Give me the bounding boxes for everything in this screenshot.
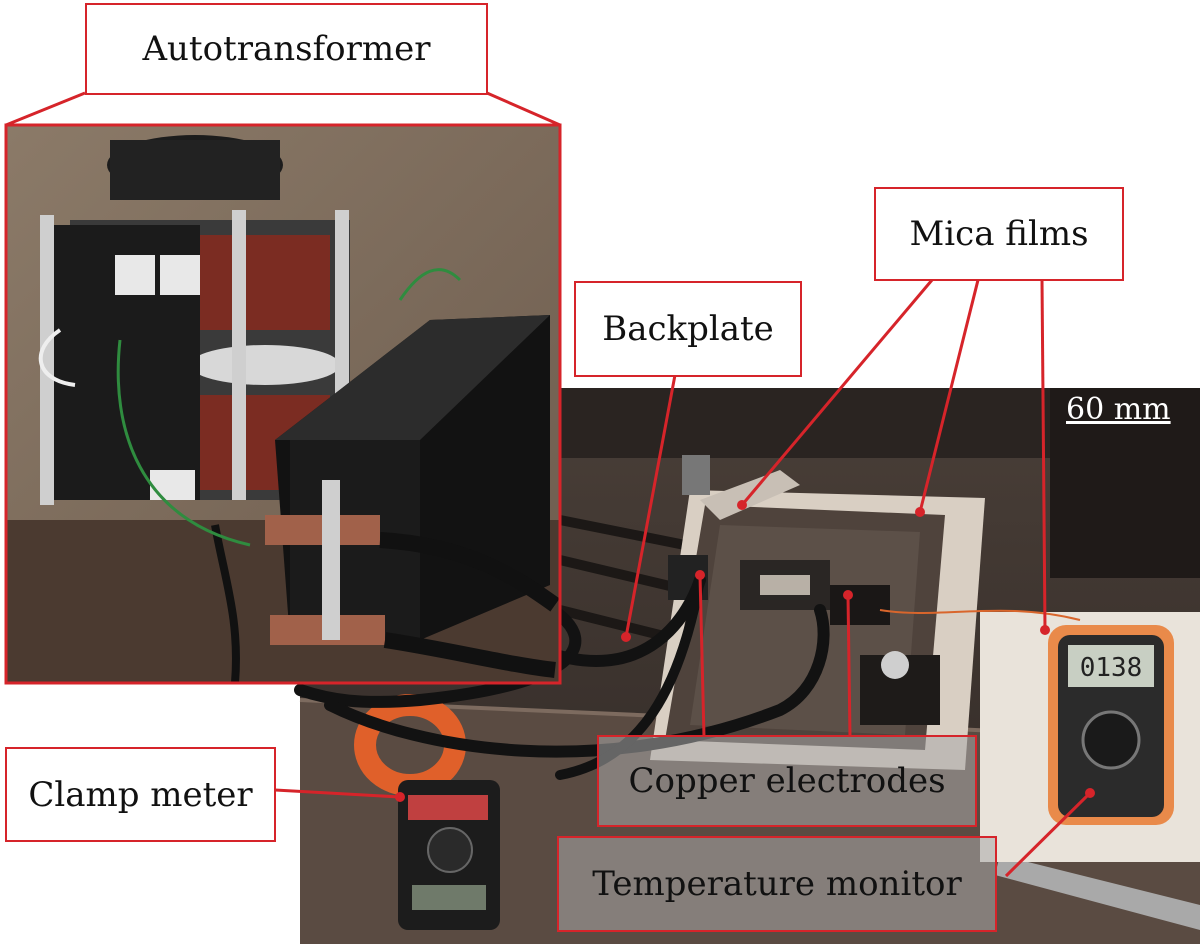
label-temperature-monitor: Temperature monitor xyxy=(557,836,997,932)
callout-dots xyxy=(395,500,1095,802)
label-autotransformer: Autotransformer xyxy=(85,3,488,95)
scale-bar-label: 60 mm xyxy=(1066,392,1171,427)
label-clamp-meter: Clamp meter xyxy=(5,747,276,842)
autotransformer-inset xyxy=(6,125,560,684)
thermocouple-wire xyxy=(879,609,1081,621)
meter-reading: 0138 xyxy=(1080,653,1143,683)
callout-lines xyxy=(5,91,1092,878)
label-copper-electrodes: Copper electrodes xyxy=(597,735,977,827)
label-mica-films: Mica films xyxy=(874,187,1124,281)
thermocouple-meter xyxy=(980,612,1200,862)
autotransformer-inset-frame xyxy=(4,123,562,685)
steel-ruler xyxy=(995,855,1200,930)
label-backplate: Backplate xyxy=(574,281,802,377)
